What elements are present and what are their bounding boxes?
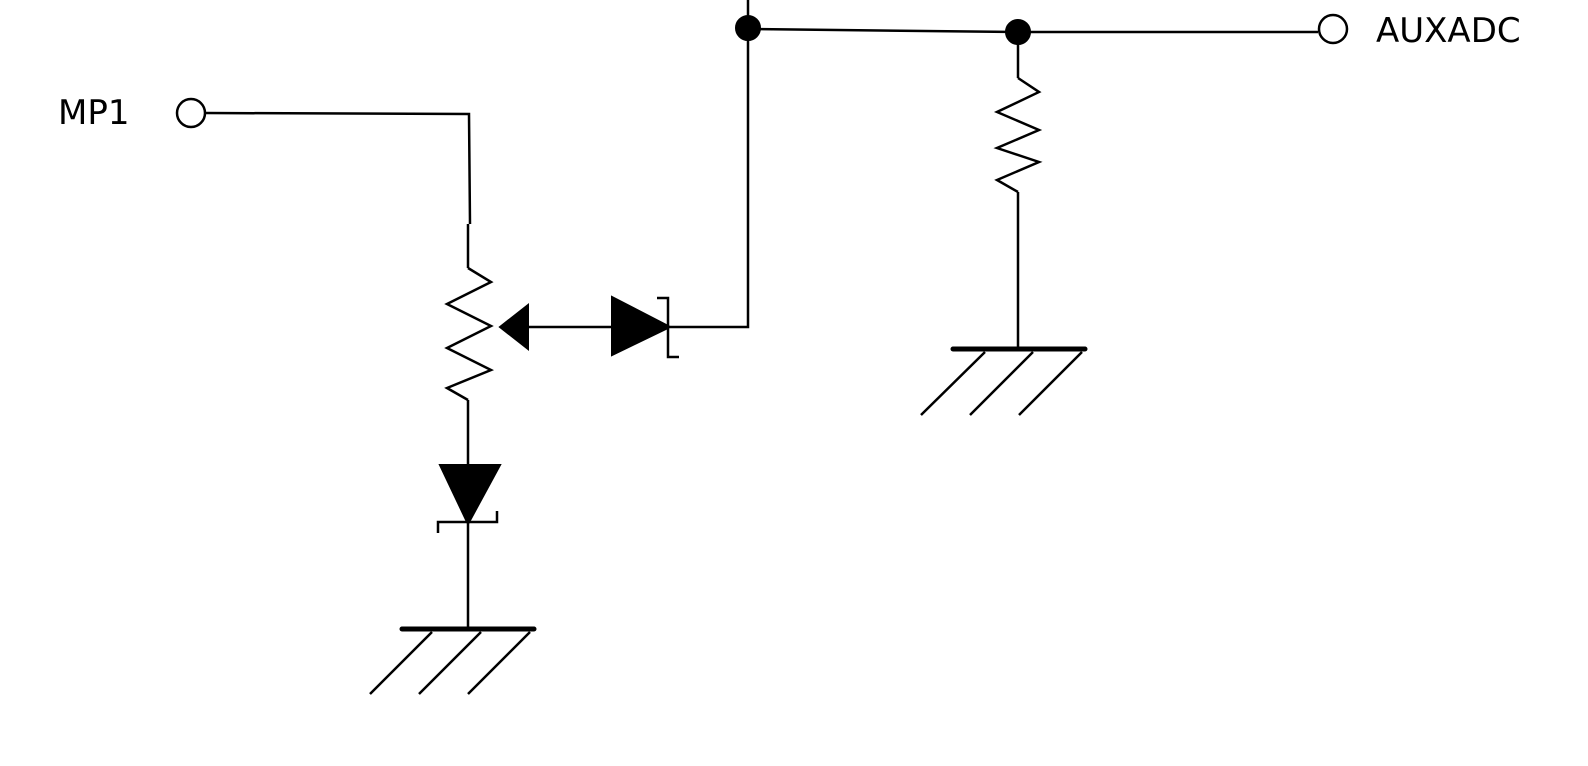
potentiometer: [444, 224, 612, 465]
zener-diode-ground-bar: [436, 511, 499, 533]
potentiometer-wiper-arrow: [498, 302, 529, 352]
zener-diode-series-bar: [657, 296, 679, 359]
zener-diode-series: [611, 27, 750, 359]
ground-left: [369, 626, 537, 695]
zener-diode-to-ground: [436, 464, 502, 628]
junction-dot-right: [1005, 19, 1031, 45]
pulldown-zigzag: [993, 76, 1043, 194]
zener-diode-series-body: [611, 295, 673, 357]
mp1-terminal: [175, 97, 207, 129]
auxadc-label: AUXADC: [1376, 11, 1521, 51]
auxadc-bus: [735, 0, 1349, 45]
pulldown-resistor: [993, 44, 1043, 349]
junction-dot-left: [735, 15, 761, 41]
ground-right-hatch: [920, 351, 1083, 416]
auxadc-terminal: [1317, 13, 1349, 45]
ground-left-hatch: [369, 631, 531, 695]
zener-series-output-wire: [670, 27, 750, 329]
mp1-label: MP1: [58, 93, 130, 133]
potentiometer-zigzag: [444, 266, 495, 402]
zener-diode-ground-body: [438, 464, 502, 527]
ground-right: [920, 346, 1088, 416]
mp1-wire: [204, 111, 472, 225]
bus-wire: [747, 27, 1318, 34]
mp1-input-net: [175, 97, 472, 225]
